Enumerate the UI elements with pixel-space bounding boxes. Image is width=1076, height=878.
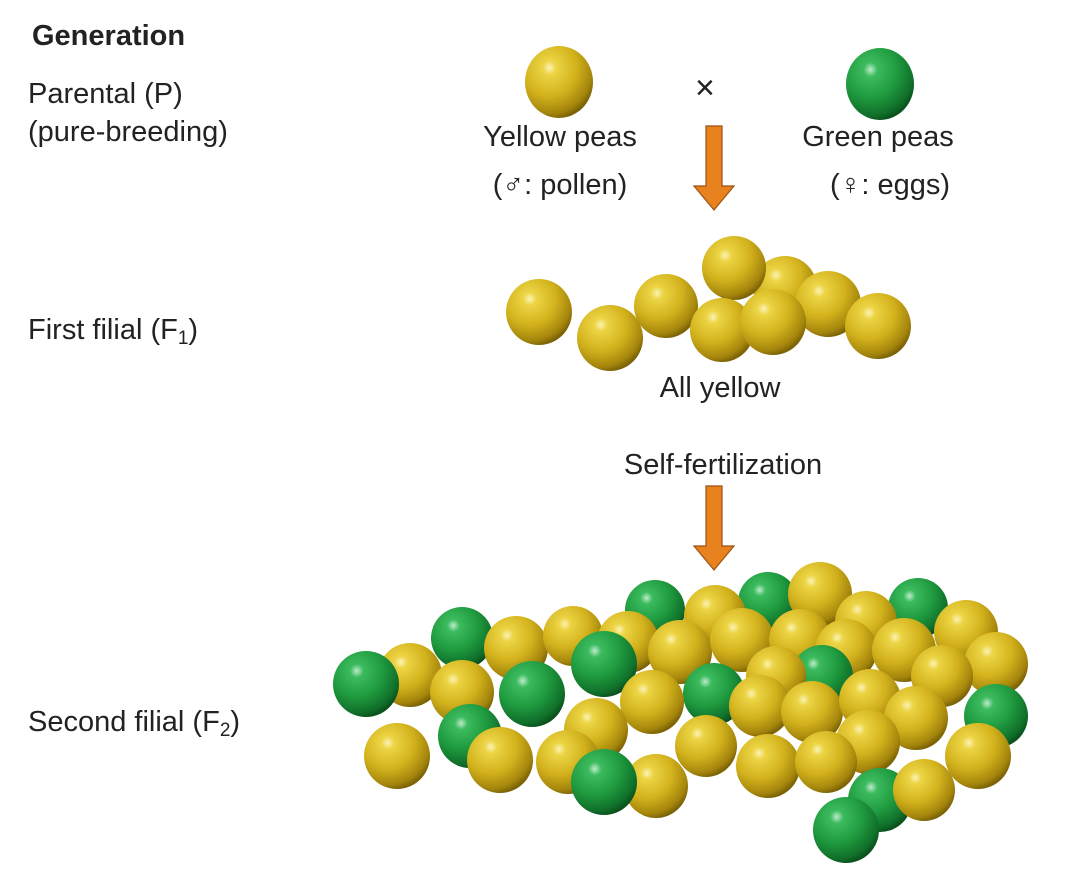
yellow-peas-sublabel: (♂: pollen) — [492, 169, 628, 201]
down-arrow-self-fertilization — [692, 485, 736, 571]
f1-caption: All yellow — [659, 372, 781, 404]
green-peas-sublabel: (♀: eggs) — [829, 169, 951, 201]
green-peas-label: Green peas — [802, 121, 954, 153]
generation-header: Generation — [32, 20, 186, 52]
f2-pea-cluster — [333, 562, 1028, 863]
parental-label: Parental (P) — [28, 78, 183, 110]
parental-yellow-pea — [525, 46, 593, 118]
yellow-peas-label: Yellow peas — [483, 121, 637, 153]
down-arrow-cross — [692, 125, 736, 211]
parental-green-pea — [846, 48, 914, 120]
f1-pea-cluster — [506, 236, 911, 371]
cross-symbol: × — [695, 69, 715, 107]
f2-label: Second filial (F2) — [28, 706, 241, 741]
f1-label: First filial (F1) — [28, 314, 199, 349]
parental-sublabel: (pure-breeding) — [28, 116, 228, 148]
self-fertilization-label: Self-fertilization — [623, 449, 823, 481]
